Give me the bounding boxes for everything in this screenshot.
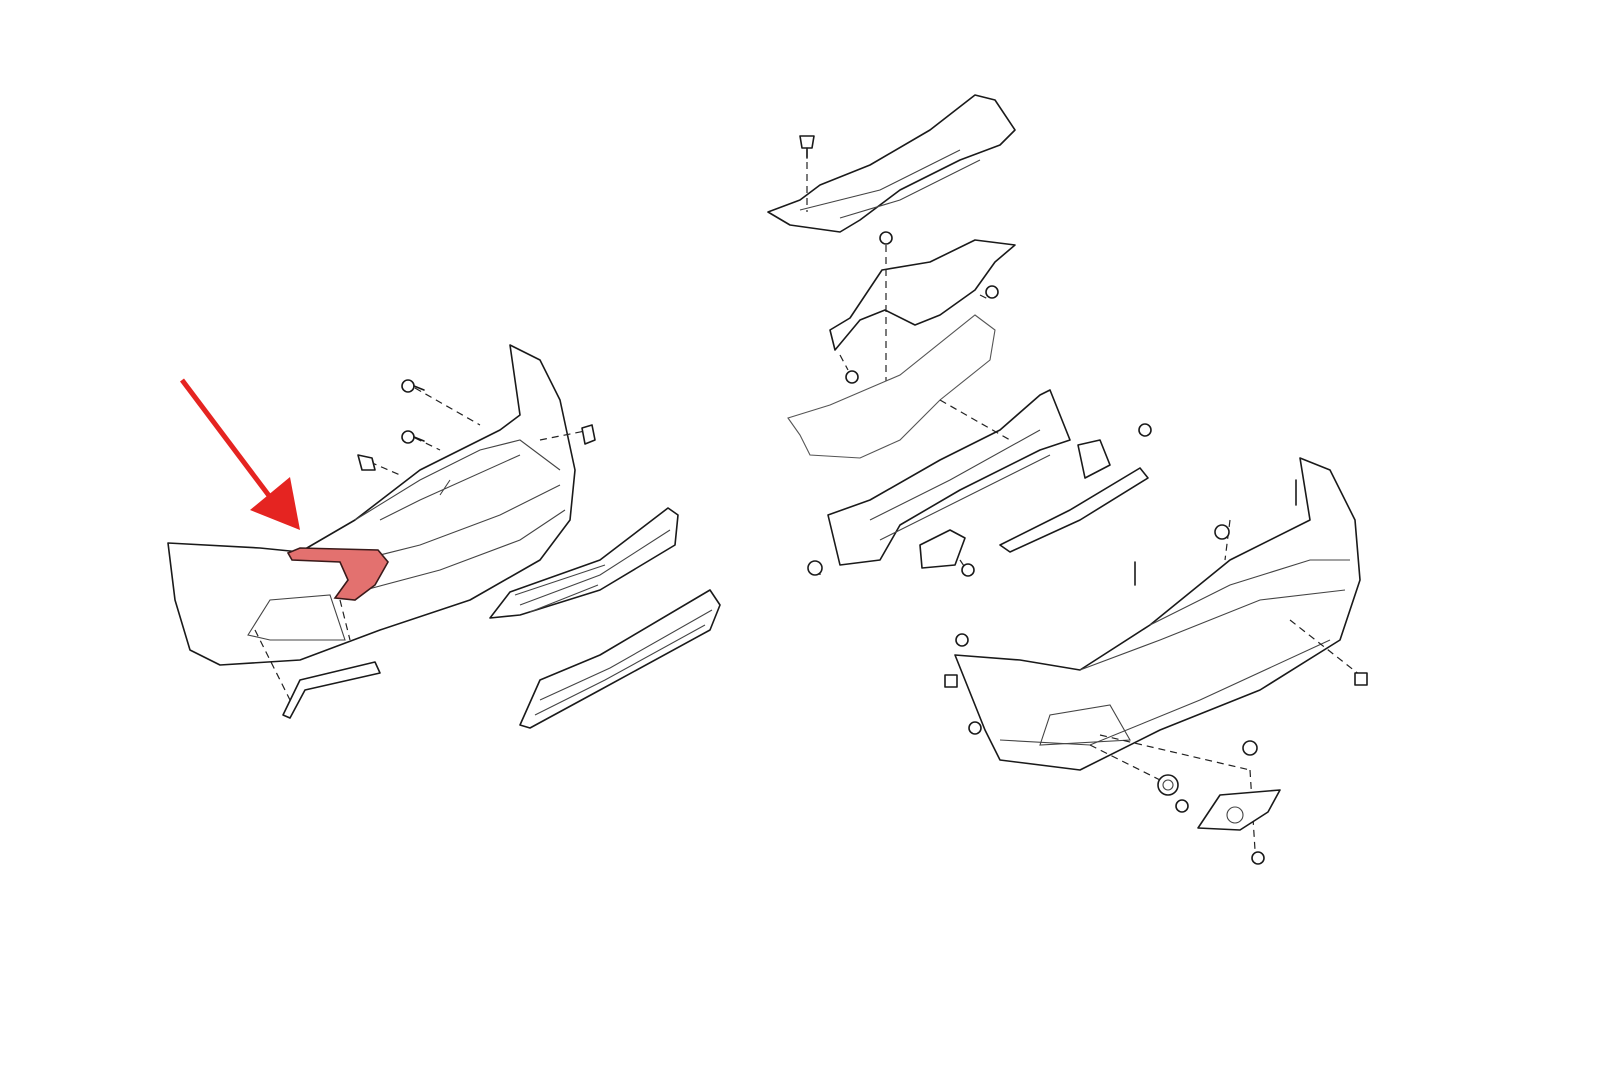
- energy-absorber-ghost: [787, 314, 996, 459]
- clip-icon: [845, 370, 859, 384]
- clip-icon: [955, 633, 969, 647]
- bolt-icon: [401, 379, 425, 393]
- bolt-icon: [807, 560, 823, 576]
- highlighted-corner-garnish[interactable]: [286, 547, 389, 601]
- clip-icon: [961, 563, 975, 577]
- clip-icon: [799, 135, 815, 159]
- upper-grille: [489, 507, 679, 619]
- bolt-icon: [1214, 524, 1230, 540]
- lower-grille: [519, 589, 721, 729]
- clip-icon: [985, 285, 999, 299]
- fog-lamp-icon: [1157, 774, 1179, 796]
- pointer-arrow: [180, 378, 300, 530]
- clip-icon: [1354, 672, 1368, 686]
- bolt-icon: [1242, 740, 1258, 756]
- left-bumper-assembly: [167, 344, 721, 729]
- absorber-block: [919, 529, 966, 569]
- bumper-support-rail: [999, 467, 1149, 553]
- engine-under-cover: [767, 94, 1016, 233]
- bolt-icon: [1175, 799, 1189, 813]
- front-bumper-cover: [954, 457, 1361, 771]
- right-exploded-assembly: [767, 94, 1368, 865]
- clip-icon: [1138, 423, 1152, 437]
- bolt-icon: [401, 430, 425, 444]
- clip-icon: [879, 231, 893, 245]
- fog-lamp-bezel: [1197, 789, 1281, 831]
- clip-icon: [581, 424, 596, 445]
- clip-icon: [944, 674, 958, 688]
- bumper-reinforcement: [827, 389, 1071, 566]
- bumper-bracket: [829, 239, 1016, 351]
- screw-icon: [1134, 479, 1297, 586]
- bolt-icon: [1251, 851, 1265, 865]
- clip-icon: [357, 454, 376, 471]
- bumper-cover-outline: [167, 344, 576, 666]
- lower-moulding-strip: [282, 661, 381, 719]
- bolt-icon: [968, 721, 982, 735]
